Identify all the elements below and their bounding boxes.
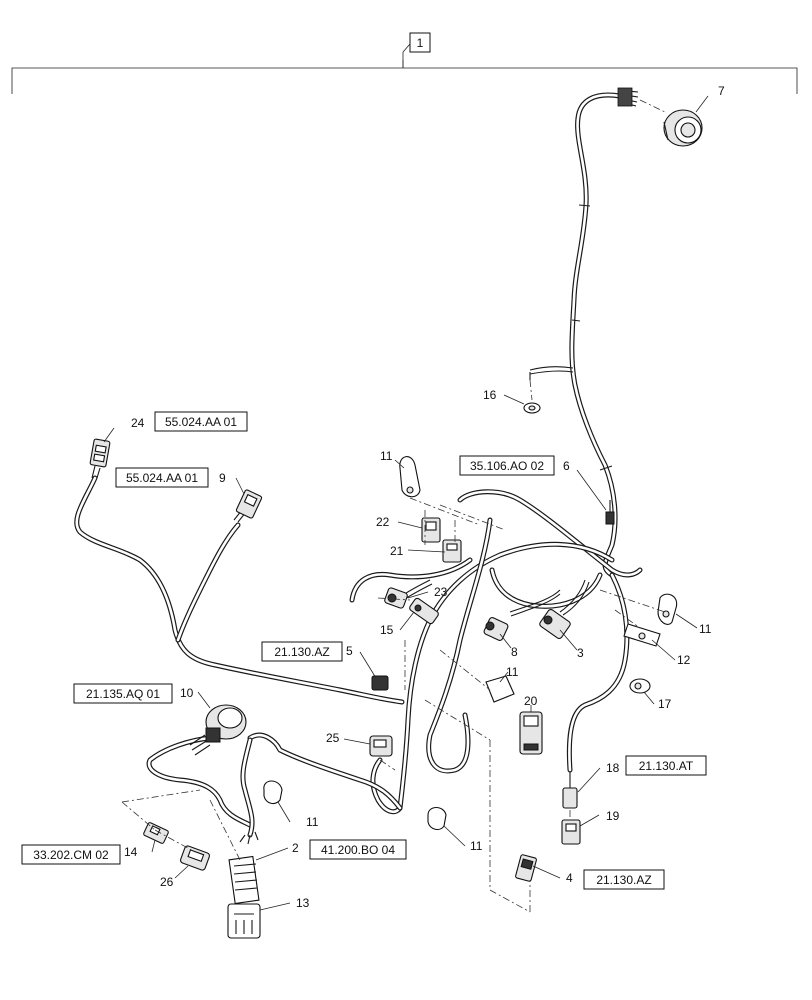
fuse-holder-20[interactable] [519, 711, 543, 755]
clip-11-lower-left[interactable] [263, 780, 283, 805]
ring-terminal-16[interactable] [523, 402, 541, 414]
connector-19[interactable] [561, 819, 581, 845]
connector-4[interactable] [515, 854, 537, 882]
distribution-harness [349, 489, 643, 815]
ref-box-5[interactable]: 21.130.AZ [261, 641, 343, 662]
sensor-3[interactable] [539, 608, 572, 640]
connector-26[interactable] [180, 845, 211, 871]
callout-12[interactable]: 12 [677, 653, 691, 667]
callout-25[interactable]: 25 [326, 731, 340, 745]
main-harness [569, 92, 623, 578]
clip-11-right[interactable] [657, 593, 678, 625]
connector-5[interactable] [371, 675, 389, 691]
ref-box-4[interactable]: 21.130.AZ [583, 869, 665, 890]
svg-text:35.106.AO 02: 35.106.AO 02 [470, 459, 544, 473]
connector-6[interactable] [605, 500, 615, 525]
assembly-lines [121, 497, 666, 913]
assembly-bracket [11, 52, 798, 94]
callout-14[interactable]: 14 [124, 845, 138, 859]
callout-19[interactable]: 19 [606, 809, 620, 823]
callout-22[interactable]: 22 [376, 515, 390, 529]
callout-7[interactable]: 7 [718, 84, 725, 98]
callout-numbers: 7 16 24 9 11 6 22 21 23 15 5 8 3 11 12 1… [124, 84, 725, 910]
ref-box-2[interactable]: 41.200.BO 04 [309, 839, 407, 860]
callout-3[interactable]: 3 [577, 646, 584, 660]
callout-26[interactable]: 26 [160, 875, 174, 889]
svg-text:21.130.AZ: 21.130.AZ [274, 645, 329, 659]
connector-24[interactable] [89, 438, 111, 468]
sensor-15[interactable] [409, 597, 440, 625]
ref-box-14[interactable]: 33.202.CM 02 [21, 844, 121, 865]
callout-8[interactable]: 8 [511, 645, 518, 659]
ref-box-18[interactable]: 21.130.AT [625, 755, 707, 776]
lower-left-harness [146, 732, 403, 845]
assembly-item-box[interactable]: 1 [402, 32, 431, 53]
svg-text:55.024.AA 01: 55.024.AA 01 [126, 471, 198, 485]
callout-10[interactable]: 10 [180, 686, 194, 700]
connector-21[interactable] [442, 539, 462, 563]
ref-box-6[interactable]: 35.106.AO 02 [459, 455, 555, 476]
connector-7-wires [617, 87, 666, 113]
callout-4[interactable]: 4 [566, 871, 573, 885]
svg-text:33.202.CM 02: 33.202.CM 02 [33, 848, 109, 862]
cover-13[interactable] [227, 903, 261, 939]
callout-21[interactable]: 21 [390, 544, 404, 558]
svg-text:55.024.AA 01: 55.024.AA 01 [165, 415, 237, 429]
callout-23[interactable]: 23 [434, 585, 448, 599]
callout-20[interactable]: 20 [524, 694, 538, 708]
callout-11-a[interactable]: 11 [380, 449, 393, 463]
connector-14[interactable] [143, 822, 169, 844]
clip-11-top[interactable] [399, 456, 421, 498]
ref-box-9[interactable]: 55.024.AA 01 [115, 467, 209, 488]
callout-11-d[interactable]: 11 [306, 815, 319, 829]
connector-25[interactable] [369, 735, 393, 757]
svg-text:21.130.AT: 21.130.AT [639, 759, 694, 773]
connector-22[interactable] [421, 517, 441, 543]
callout-13[interactable]: 13 [296, 896, 310, 910]
leader-lines [103, 95, 709, 911]
svg-text:41.200.BO 04: 41.200.BO 04 [321, 843, 395, 857]
ref-box-10[interactable]: 21.135.AQ 01 [73, 683, 173, 704]
sensor-23[interactable] [384, 587, 408, 609]
callout-9[interactable]: 9 [219, 471, 226, 485]
ref-box-24[interactable]: 55.024.AA 01 [154, 411, 248, 432]
callout-11-b[interactable]: 11 [699, 622, 712, 636]
callout-17[interactable]: 17 [658, 697, 672, 711]
callout-2[interactable]: 2 [292, 841, 299, 855]
callout-15[interactable]: 15 [380, 623, 394, 637]
callout-18[interactable]: 18 [606, 761, 620, 775]
connector-18[interactable] [562, 772, 578, 809]
terminal-block-2[interactable] [228, 855, 260, 905]
switch-10[interactable] [205, 704, 247, 743]
connector-7[interactable] [663, 109, 703, 147]
callout-11-c[interactable]: 11 [506, 665, 519, 679]
clip-11-lower[interactable] [427, 806, 447, 831]
bracket-12[interactable] [623, 623, 661, 647]
ground-pigtail-16 [529, 366, 574, 401]
assembly-item-number: 1 [417, 36, 424, 50]
callout-6[interactable]: 6 [563, 459, 570, 473]
left-harness [74, 465, 405, 705]
callout-11-e[interactable]: 11 [470, 839, 483, 853]
callout-16[interactable]: 16 [483, 388, 497, 402]
clip-17[interactable] [629, 678, 651, 694]
clip-11-mid[interactable] [485, 675, 515, 703]
callout-5[interactable]: 5 [346, 644, 353, 658]
sensor-8[interactable] [483, 617, 509, 642]
callout-24[interactable]: 24 [131, 416, 145, 430]
svg-text:21.130.AZ: 21.130.AZ [596, 873, 651, 887]
svg-text:21.135.AQ 01: 21.135.AQ 01 [86, 687, 160, 701]
connector-9[interactable] [235, 489, 263, 519]
